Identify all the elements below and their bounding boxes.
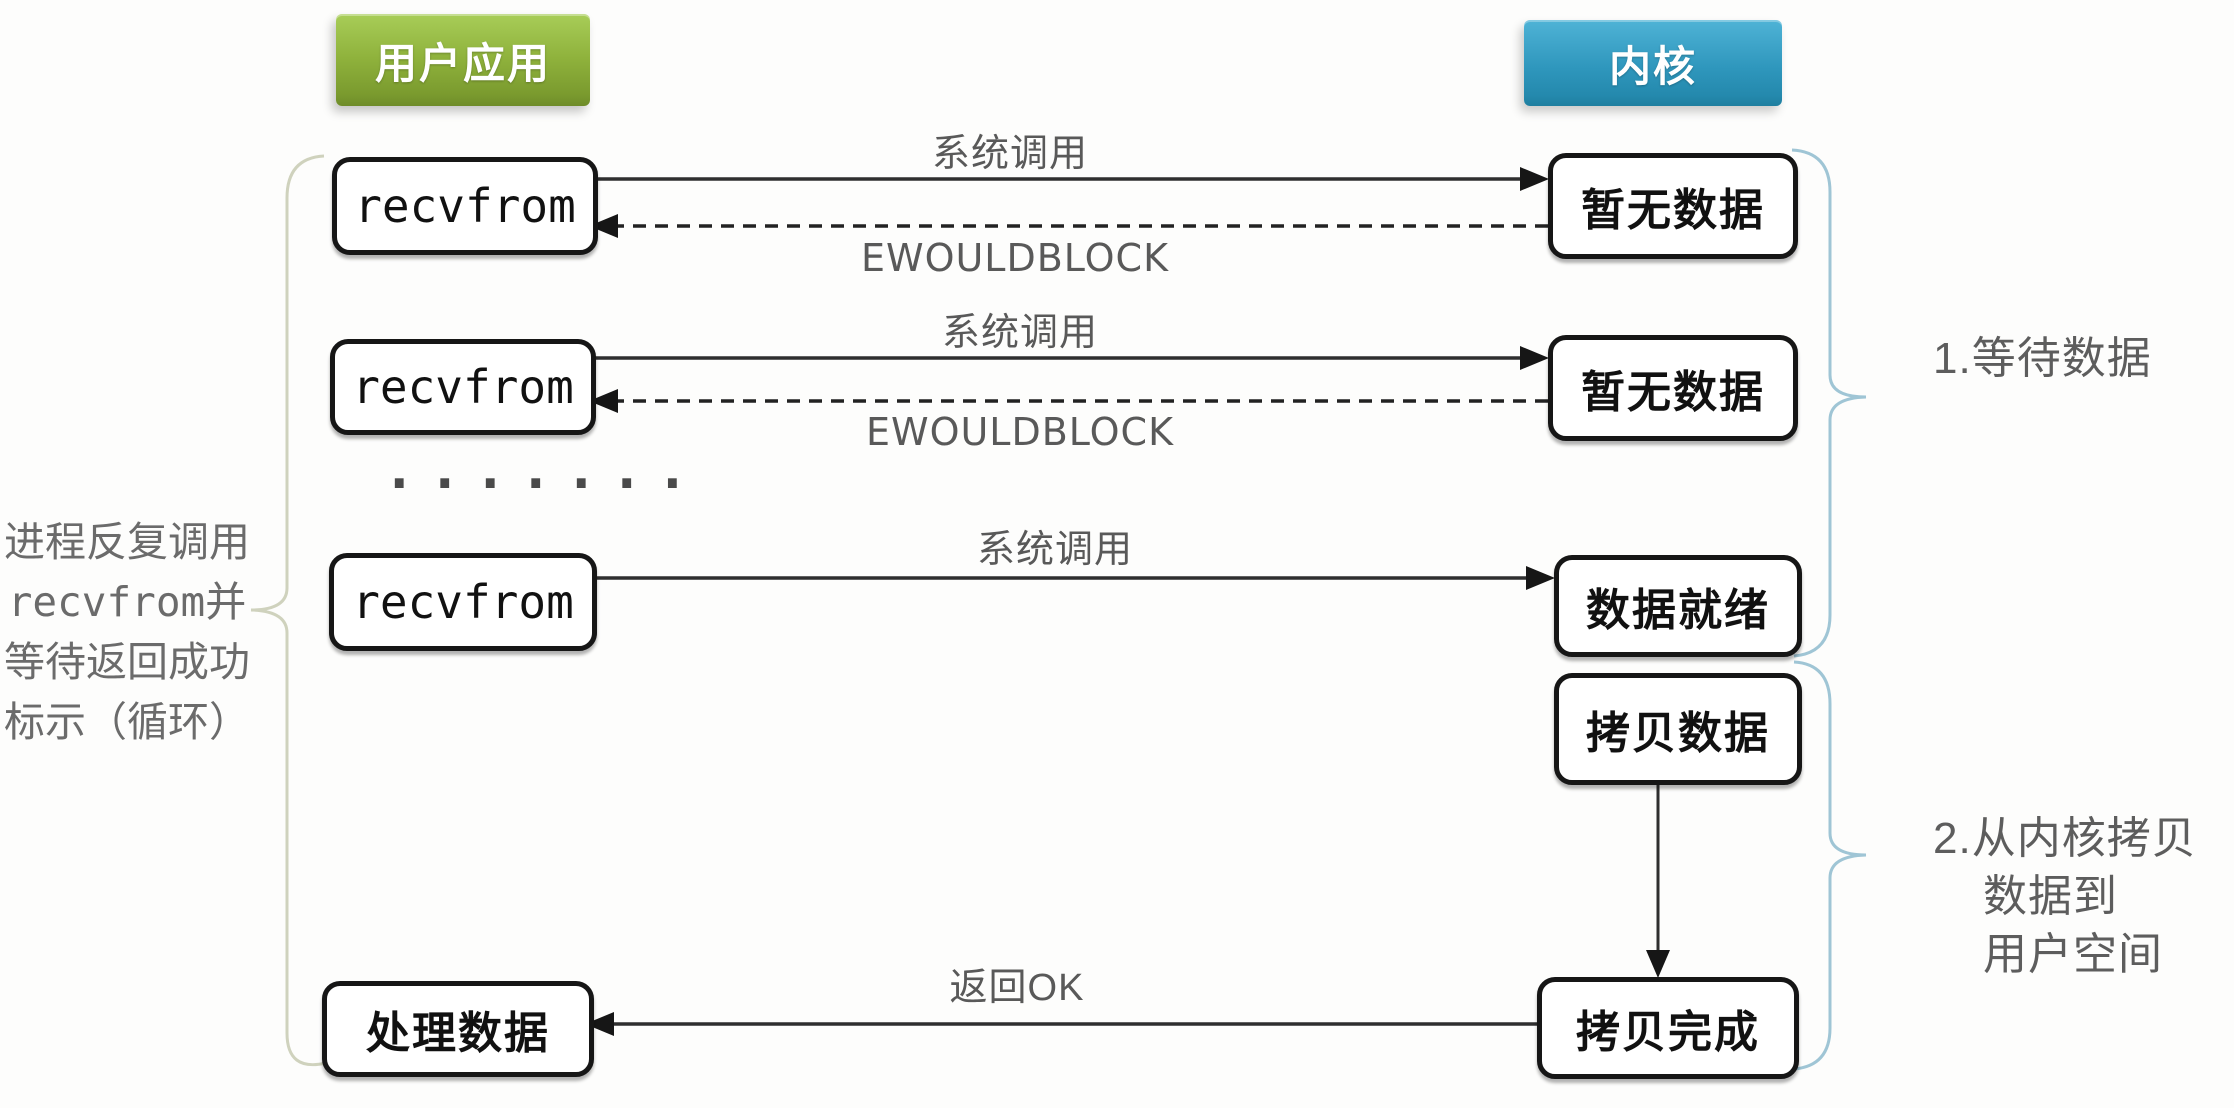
phase2-brace: [1793, 660, 1867, 1071]
recvfrom-box-3: recvfrom: [329, 553, 597, 651]
phase2-annotation-line1: 2.从内核拷贝: [1933, 814, 2197, 863]
return-ok-label: 返回OK: [949, 967, 1085, 1009]
phase1-annotation: 1.等待数据: [1933, 334, 2152, 383]
kernel-header: 内核: [1524, 20, 1782, 106]
ewouldblock-label-2: EWOULDBLOCK: [866, 410, 1174, 454]
no-data-box-1-label: 暂无数据: [1581, 186, 1765, 235]
syscall-arrowhead-2: [1520, 346, 1549, 370]
phase2-annotation: 2.从内核拷贝 数据到 用户空间: [1933, 810, 2197, 984]
recvfrom-box-1-label: recvfrom: [354, 179, 576, 233]
recvfrom-box-2: recvfrom: [330, 339, 596, 435]
syscall-label-3: 系统调用: [976, 529, 1133, 571]
loop-annotation-line1: 进程反复调用: [4, 519, 250, 565]
recvfrom-box-1: recvfrom: [332, 157, 598, 255]
copy-done-box-label: 拷贝完成: [1576, 1008, 1760, 1057]
process-data-box-label: 处理数据: [366, 1009, 550, 1058]
no-data-box-1: 暂无数据: [1548, 153, 1798, 259]
no-data-box-2-label: 暂无数据: [1581, 368, 1765, 417]
copy-arrowhead: [1646, 950, 1670, 978]
loop-annotation-line3: 等待返回成功: [4, 639, 250, 685]
syscall-label-1: 系统调用: [931, 133, 1088, 175]
recvfrom-box-2-label: recvfrom: [352, 360, 574, 414]
user-app-header: 用户应用: [336, 14, 590, 106]
syscall-arrowhead-1: [1520, 167, 1549, 191]
loop-annotation-line4: 标示（循环）: [4, 699, 250, 745]
copy-data-box: 拷贝数据: [1554, 673, 1802, 785]
ewouldblock-label-1: EWOULDBLOCK: [861, 236, 1169, 280]
loop-annotation-line2: recvfrom并: [7, 578, 247, 626]
kernel-header-label: 内核: [1608, 42, 1697, 90]
data-ready-box: 数据就绪: [1554, 555, 1802, 657]
user-app-header-label: 用户应用: [374, 39, 551, 87]
loop-annotation: 进程反复调用 recvfrom并 等待返回成功 标示（循环）: [0, 512, 254, 752]
process-data-box: 处理数据: [322, 981, 594, 1077]
phase1-brace: [1791, 148, 1867, 658]
copy-done-box: 拷贝完成: [1537, 977, 1799, 1079]
syscall-arrowhead-3: [1526, 566, 1555, 590]
copy-data-box-label: 拷贝数据: [1586, 709, 1770, 758]
phase2-annotation-line3: 用户空间: [1983, 930, 2163, 979]
recvfrom-box-3-label: recvfrom: [352, 575, 574, 629]
data-ready-box-label: 数据就绪: [1586, 586, 1770, 635]
loop-brace: [250, 154, 327, 1067]
repeat-ellipsis: ·······: [383, 452, 702, 515]
syscall-label-2: 系统调用: [941, 312, 1098, 354]
no-data-box-2: 暂无数据: [1548, 335, 1798, 441]
phase2-annotation-line2: 数据到: [1983, 872, 2118, 921]
